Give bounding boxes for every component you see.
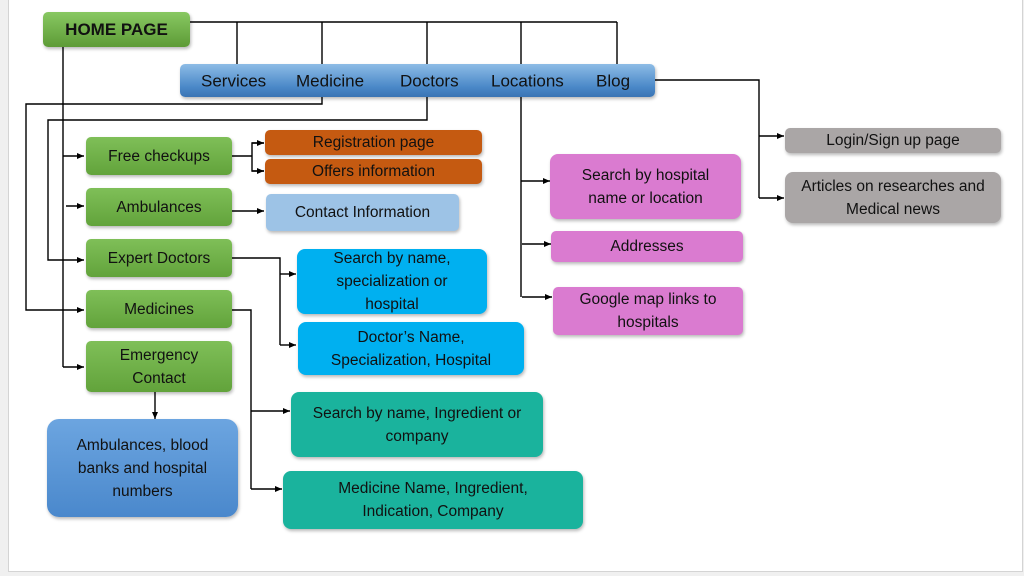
home-page-node: HOME PAGE: [43, 12, 190, 47]
articles-label: Articles on researches and Medical news: [801, 177, 985, 218]
registration-page-node: Registration page: [265, 130, 482, 155]
doctor-details-node: Doctor’s Name, Specialization, Hospital: [298, 322, 524, 375]
nav-services: Services: [201, 71, 267, 90]
google-map-links-node: Google map links to hospitals: [553, 287, 743, 335]
emergency-numbers-label: Ambulances, blood banks and hospital num…: [76, 436, 209, 500]
free-checkups-label: Free checkups: [108, 147, 210, 165]
contact-information-label: Contact Information: [294, 204, 431, 221]
login-signup-label: Login/Sign up page: [826, 132, 960, 149]
offers-information-label: Offers information: [312, 163, 435, 180]
emergency-contact-node: Emergency Contact: [86, 341, 232, 392]
home-page-label: HOME PAGE: [65, 20, 168, 39]
nav-blog: Blog: [596, 71, 631, 90]
hospital-search-node: Search by hospital name or location: [550, 154, 741, 219]
free-checkups-node: Free checkups: [86, 137, 232, 175]
emergency-numbers-node: Ambulances, blood banks and hospital num…: [47, 419, 238, 517]
expert-doctors-node: Expert Doctors: [86, 239, 232, 277]
medicines-label: Medicines: [124, 300, 194, 318]
doctor-search-label: Search by name, specialization or hospit…: [333, 250, 451, 313]
ambulances-label: Ambulances: [116, 198, 202, 216]
offers-information-node: Offers information: [265, 159, 482, 184]
emergency-contact-label: Emergency Contact: [119, 346, 199, 387]
contact-information-node: Contact Information: [266, 194, 459, 231]
medicine-details-label: Medicine Name, Ingredient, Indication, C…: [338, 480, 528, 520]
addresses-label: Addresses: [610, 238, 684, 255]
nav-medicine: Medicine: [296, 71, 365, 90]
ambulances-node: Ambulances: [86, 188, 232, 226]
hospital-search-label: Search by hospital name or location: [581, 166, 710, 207]
doctor-details-label: Doctor’s Name, Specialization, Hospital: [330, 328, 492, 369]
medicine-search-label: Search by name, Ingredient or company: [312, 404, 522, 445]
medicine-details-node: Medicine Name, Ingredient, Indication, C…: [283, 471, 583, 529]
articles-node: Articles on researches and Medical news: [785, 172, 1001, 223]
registration-page-label: Registration page: [312, 134, 435, 151]
expert-doctors-label: Expert Doctors: [107, 249, 211, 267]
nav-bar-node: Services Medicine Doctors Locations Blog: [180, 64, 655, 97]
nav-doctors: Doctors: [400, 71, 459, 90]
medicines-node: Medicines: [86, 290, 232, 328]
medicine-search-node: Search by name, Ingredient or company: [291, 392, 543, 457]
doctor-search-node: Search by name, specialization or hospit…: [297, 249, 487, 314]
google-map-links-label: Google map links to hospitals: [579, 291, 717, 331]
addresses-node: Addresses: [551, 231, 743, 262]
nav-locations: Locations: [491, 71, 564, 90]
login-signup-node: Login/Sign up page: [785, 128, 1001, 153]
